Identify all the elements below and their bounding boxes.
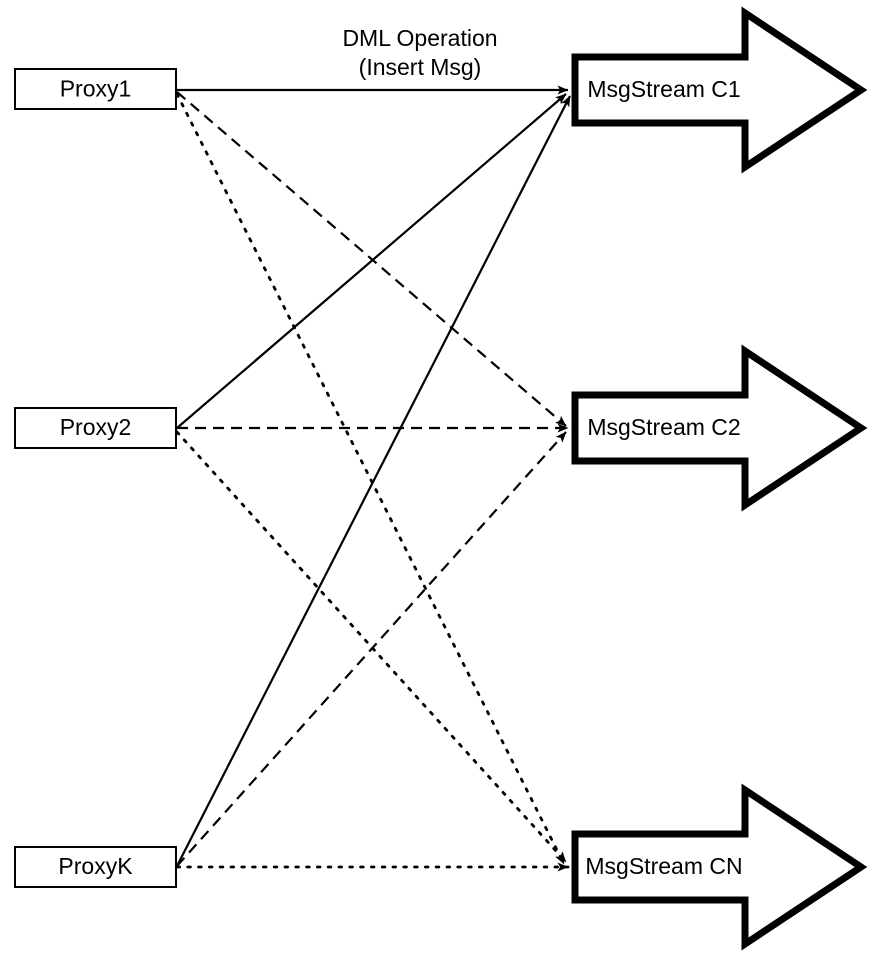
block-arrow-shape[interactable] <box>571 344 868 512</box>
msgstream-node-c2[interactable]: MsgStream C2 <box>571 344 868 512</box>
edge-proxyK-to-c1 <box>176 95 571 867</box>
proxy-node-proxy1[interactable]: Proxy1 <box>14 68 177 110</box>
msgstream-nodes-layer: MsgStream C1 MsgStream C2 MsgStream CN <box>571 6 868 951</box>
edge-proxy1-to-c2 <box>176 91 567 427</box>
edges-layer <box>175 85 571 872</box>
proxy-box[interactable] <box>14 407 177 449</box>
edge-proxy1-to-cn <box>175 92 566 866</box>
proxy-label: Proxy2 <box>60 414 132 440</box>
msgstream-label: MsgStream C2 <box>587 414 740 440</box>
msgstream-label: MsgStream CN <box>585 853 742 879</box>
proxy-node-proxyk[interactable]: ProxyK <box>14 846 177 888</box>
msgstream-node-c1[interactable]: MsgStream C1 <box>571 6 868 174</box>
edge-proxy2-to-c1 <box>176 93 567 429</box>
edge-proxy2-to-cn <box>175 430 568 864</box>
msgstream-label: MsgStream C1 <box>587 76 740 102</box>
block-arrow-shape[interactable] <box>571 783 868 951</box>
proxy-label: Proxy1 <box>60 76 132 102</box>
block-arrow-shape[interactable] <box>571 6 868 174</box>
proxy-box[interactable] <box>14 68 177 110</box>
caption-line-1: DML Operation <box>342 25 497 51</box>
proxy-label: ProxyK <box>58 853 133 879</box>
caption-line-2: (Insert Msg) <box>359 54 482 80</box>
edge-proxyK-to-c2 <box>176 431 567 867</box>
proxy-node-proxy2[interactable]: Proxy2 <box>14 407 177 449</box>
dml-operation-caption: DML Operation (Insert Msg) <box>342 25 497 80</box>
msgstream-node-cn[interactable]: MsgStream CN <box>571 783 868 951</box>
proxy-box[interactable] <box>14 846 177 888</box>
